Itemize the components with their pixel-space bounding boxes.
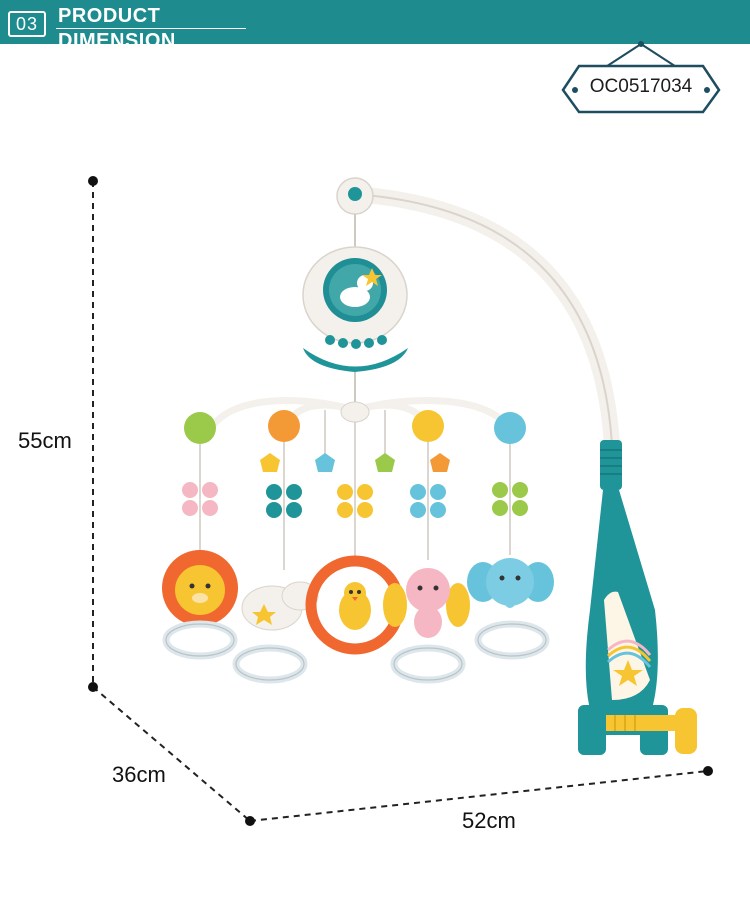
- dimension-point: [88, 682, 98, 692]
- header-banner: [0, 0, 750, 44]
- product-code-tag: [561, 41, 721, 114]
- depth-dimension-line: [92, 686, 251, 822]
- width-label: 52cm: [462, 808, 516, 833]
- dimension-point: [703, 766, 713, 776]
- title-divider: [56, 28, 246, 29]
- clover-pink: [182, 482, 218, 516]
- crib-mobile-illustration: [162, 177, 697, 755]
- depth-label: 36cm: [112, 762, 166, 787]
- page-title-line2: DIMENSION: [58, 30, 176, 52]
- section-number: 03: [8, 11, 46, 37]
- banner-shape: [0, 0, 750, 44]
- product-code: OC0517034: [589, 76, 693, 97]
- height-label: 55cm: [18, 428, 72, 453]
- page-title-line1: PRODUCT: [58, 5, 161, 27]
- dimension-point: [88, 176, 98, 186]
- dimension-point: [245, 816, 255, 826]
